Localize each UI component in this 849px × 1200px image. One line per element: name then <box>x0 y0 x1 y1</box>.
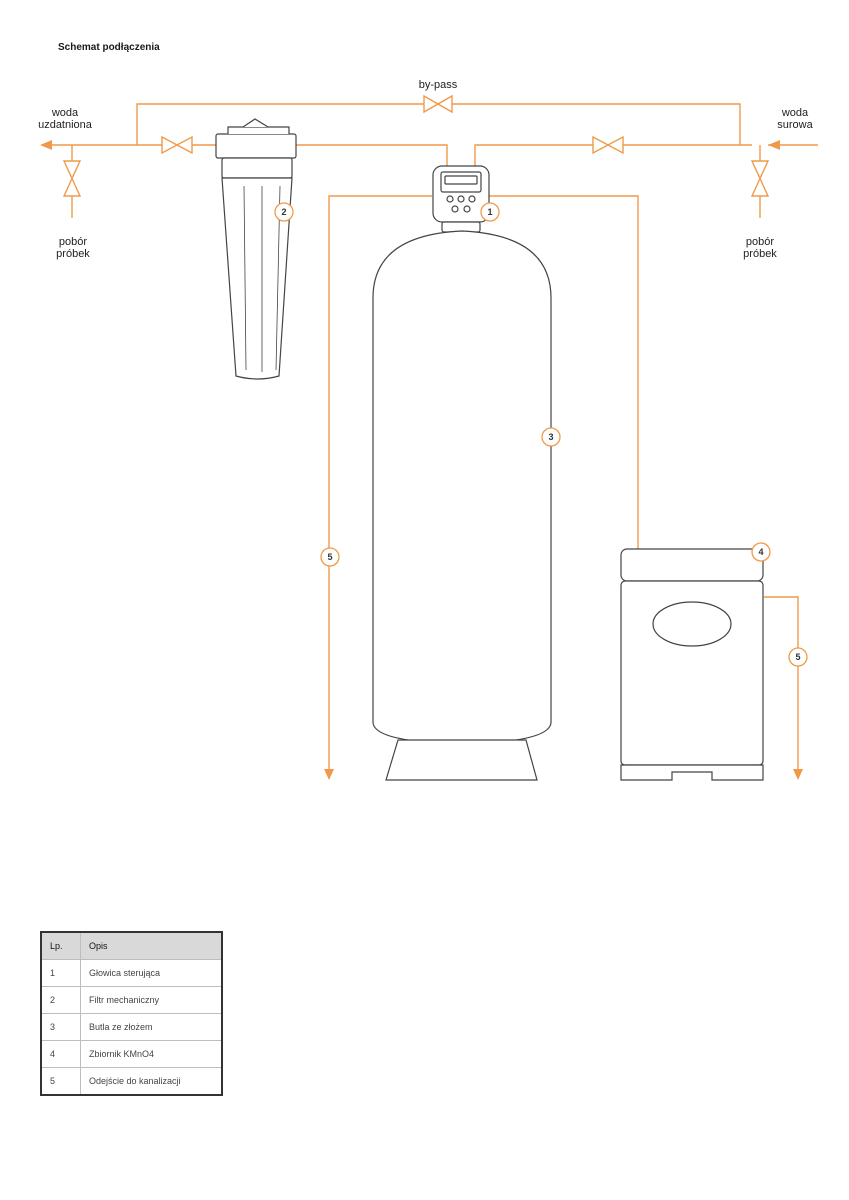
sampling-left-label-line2: próbek <box>56 248 90 260</box>
tank-drain-arrow-icon <box>793 769 803 780</box>
control-head <box>432 165 490 233</box>
outflow-arrow-icon <box>40 140 52 150</box>
treated-water-pipe <box>52 144 448 167</box>
table-row: 2 Filtr mechaniczny <box>41 986 222 1014</box>
legend-number: 4 <box>41 1040 81 1068</box>
marker-4: 4 <box>758 547 763 557</box>
marker-5-right: 5 <box>795 652 800 662</box>
outlet-valve-icon <box>161 135 193 155</box>
kmno4-tank <box>620 548 764 781</box>
sampling-right-label: pobór próbek <box>727 236 793 260</box>
raw-water-label: woda surowa <box>760 107 830 131</box>
table-row: 4 Zbiornik KMnO4 <box>41 1040 222 1068</box>
bypass-label: by-pass <box>418 79 458 91</box>
legend-table: Lp. Opis 1 Głowica sterująca 2 Filtr mec… <box>40 931 223 1096</box>
sampling-right-label-line2: próbek <box>743 248 777 260</box>
sampling-left-label: pobór próbek <box>40 236 106 260</box>
legend-header-number: Lp. <box>41 932 81 960</box>
sampling-left-label-line1: pobór <box>58 236 88 248</box>
inflow-arrow-icon <box>768 140 780 150</box>
mechanical-filter <box>215 118 297 380</box>
treated-water-label-line2: uzdatniona <box>38 119 92 131</box>
marker-5-left: 5 <box>327 552 332 562</box>
legend-header-row: Lp. Opis <box>41 932 222 960</box>
legend-description: Zbiornik KMnO4 <box>80 1040 222 1068</box>
table-row: 1 Głowica sterująca <box>41 959 222 987</box>
legend-description: Odejście do kanalizacji <box>80 1067 222 1096</box>
legend-number: 5 <box>41 1067 81 1096</box>
sampling-valve-right-icon <box>750 160 770 197</box>
tank-drain-line-5 <box>764 596 799 776</box>
marker-2: 2 <box>281 207 286 217</box>
inlet-valve-icon <box>592 135 624 155</box>
raw-water-label-line1: woda <box>781 107 809 119</box>
legend-description: Butla ze złożem <box>80 1013 222 1041</box>
marker-3: 3 <box>548 432 553 442</box>
legend-header-description: Opis <box>80 932 222 960</box>
treated-water-label: woda uzdatniona <box>30 107 100 131</box>
legend-number: 3 <box>41 1013 81 1041</box>
legend-number: 1 <box>41 959 81 987</box>
sampling-valve-left-icon <box>62 160 82 197</box>
page-title: Schemat podłączenia <box>58 42 160 53</box>
table-row: 3 Butla ze złożem <box>41 1013 222 1041</box>
brine-line-3 <box>485 195 639 550</box>
resin-bottle <box>372 230 552 781</box>
sampling-right-label-line1: pobór <box>745 236 775 248</box>
table-row: 5 Odejście do kanalizacji <box>41 1067 222 1096</box>
legend-description: Głowica sterująca <box>80 959 222 987</box>
bypass-valve-icon <box>423 94 453 114</box>
drain-line-5 <box>328 195 432 776</box>
raw-water-label-line2: surowa <box>777 119 813 131</box>
marker-1: 1 <box>487 207 492 217</box>
drain-arrow-icon <box>324 769 334 780</box>
treated-water-label-line1: woda <box>51 107 79 119</box>
legend-description: Filtr mechaniczny <box>80 986 222 1014</box>
legend-number: 2 <box>41 986 81 1014</box>
